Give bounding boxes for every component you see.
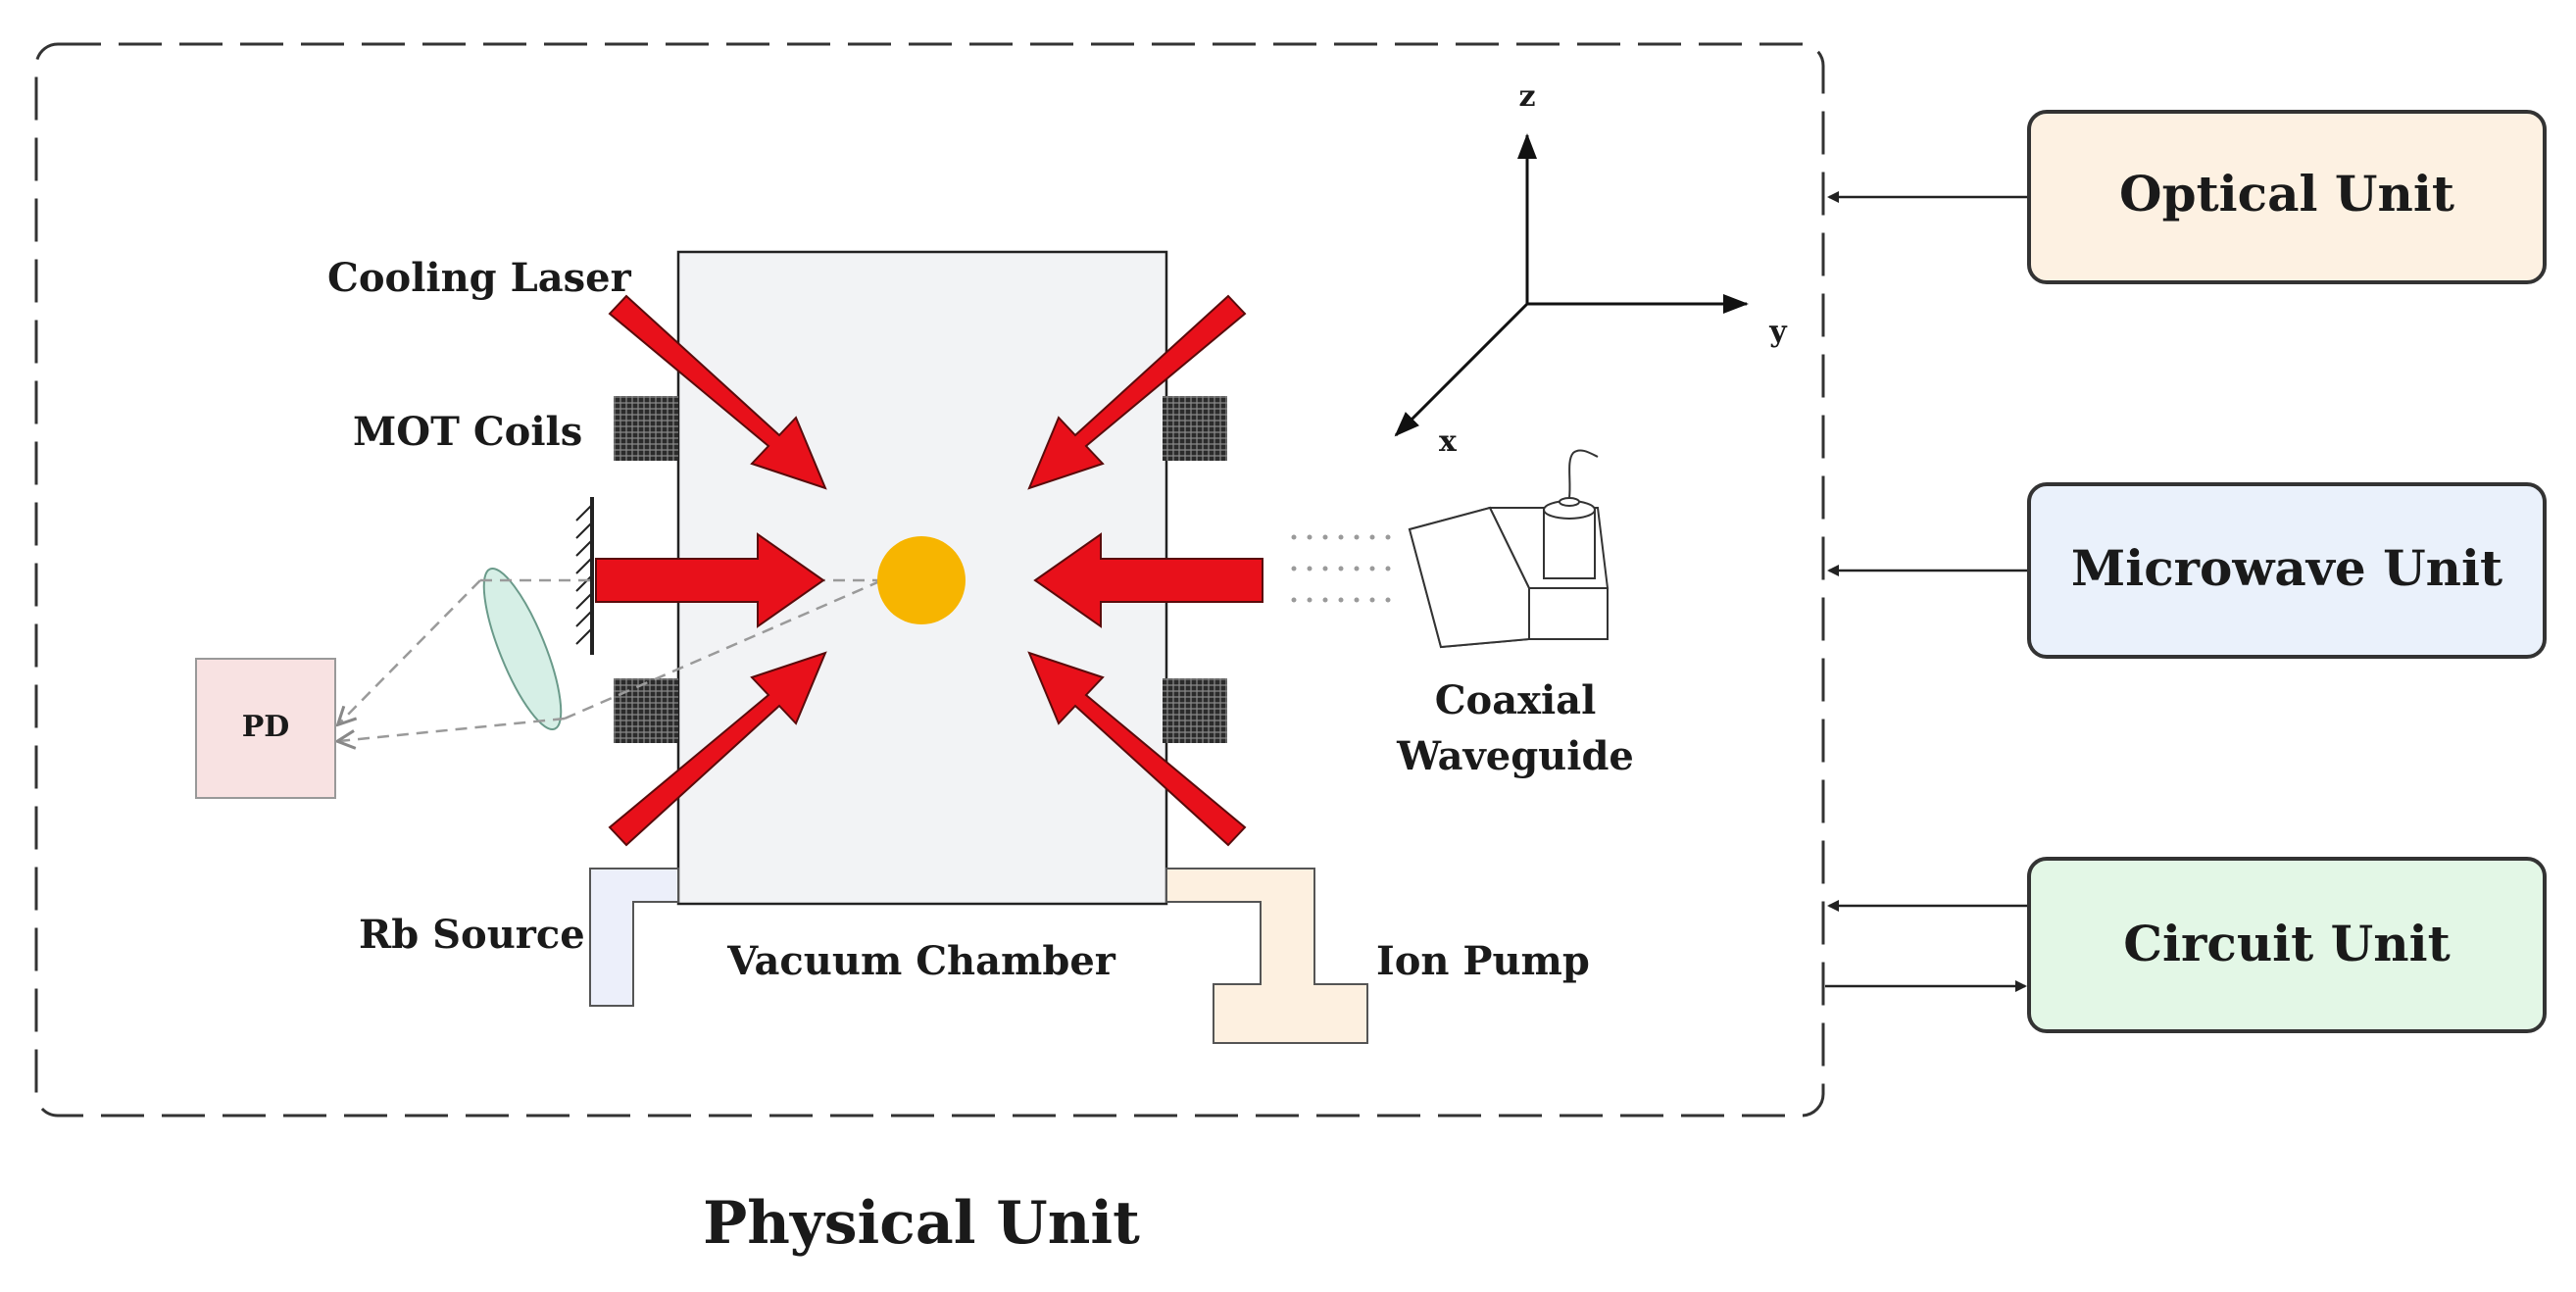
laser-arrow-top-left [608,294,827,490]
axis-label-y: y [1768,315,1788,349]
vacuum-chamber-label: Vacuum Chamber [726,938,1116,984]
ion-pump [1165,868,1368,1044]
ion-pump-label: Ion Pump [1376,938,1590,984]
coaxial-waveguide [1408,449,1610,649]
laser-arrow-top-right [1027,294,1247,490]
physical-unit-boundary [34,42,1825,1118]
circuit-unit: Circuit Unit [2027,857,2547,1033]
axis-label-x: x [1439,424,1458,459]
circuit-unit-box [2027,857,2547,1033]
mot-coil-top-left [614,396,678,461]
waveguide-label: Waveguide [1396,733,1634,779]
laser-arrow-left [595,532,825,628]
rb-source-label: Rb Source [359,912,585,958]
mot-coil-top-right [1163,396,1227,461]
mot-coils-label: MOT Coils [353,409,582,455]
microwave-unit: Microwave Unit [2027,482,2547,659]
cooling-laser-beams [595,294,1263,847]
optical-unit-box [2027,110,2547,284]
axis-label-z: z [1518,79,1535,114]
atom-cloud [877,536,966,624]
laser-arrow-right [1033,532,1263,628]
mirror [575,497,594,655]
optical-unit-label: Optical Unit [2119,165,2454,223]
coordinate-axes [1394,133,1749,437]
microwave-unit-label: Microwave Unit [2071,539,2502,597]
rb-source [589,868,679,1007]
pd-detector [195,658,336,799]
microwave-beam [1291,534,1391,603]
microwave-unit-box [2027,482,2547,659]
lens [482,567,563,731]
laser-arrow-bottom-right [1027,651,1247,847]
mot-coil-bottom-right [1163,678,1227,743]
physical-unit-title: Physical Unit [703,1189,1140,1258]
pd-label: PD [242,710,290,744]
cooling-laser-label: Cooling Laser [327,255,632,301]
optical-unit: Optical Unit [2027,110,2547,284]
laser-arrow-bottom-left [608,651,827,847]
unit-connectors [1825,191,2027,992]
coaxial-label: Coaxial [1435,677,1597,723]
circuit-unit-label: Circuit Unit [2123,915,2450,972]
mot-coil-bottom-left [614,678,678,743]
